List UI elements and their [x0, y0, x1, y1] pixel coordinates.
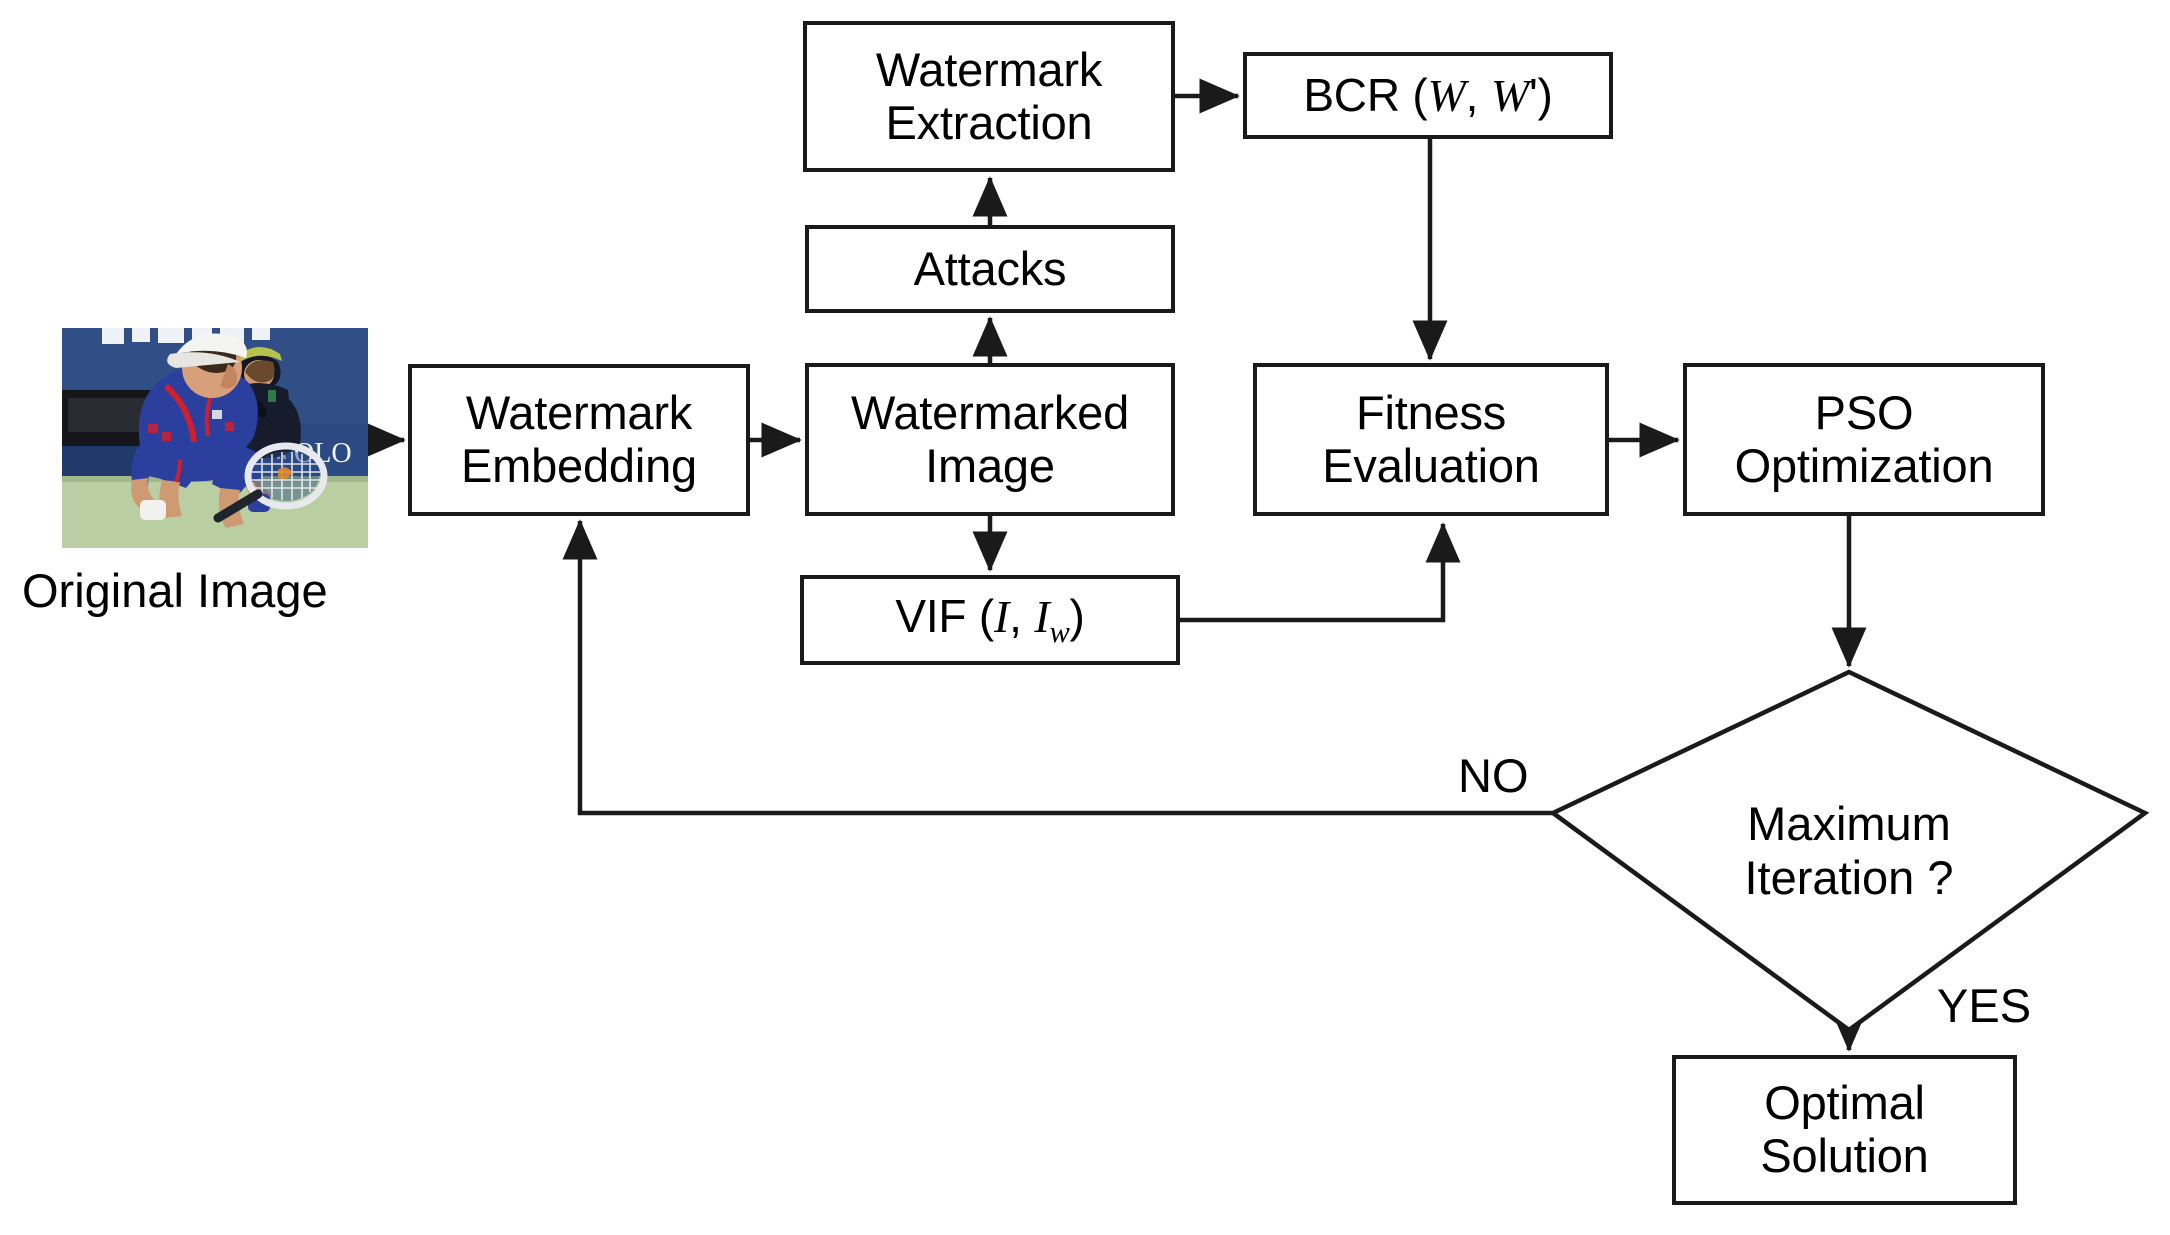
node-watermarked-image[interactable]: Watermarked Image — [805, 363, 1175, 516]
node-bcr-var1: W — [1427, 69, 1466, 121]
node-watermark-extraction[interactable]: Watermark Extraction — [803, 21, 1175, 172]
original-image-thumbnail: OLO — [62, 328, 368, 548]
edge-vif-to-fitness — [1180, 522, 1461, 623]
node-bcr-label: BCR (W, W') — [1303, 68, 1553, 122]
node-vif[interactable]: VIF (I, Iw) — [800, 575, 1180, 665]
yes-branch-label: YES — [1937, 979, 2032, 1032]
node-watermark-embedding[interactable]: Watermark Embedding — [408, 364, 750, 516]
node-fitness-evaluation-label: Fitness Evaluation — [1322, 385, 1540, 492]
original-image-caption: Original Image — [22, 564, 328, 617]
node-attacks-label: Attacks — [913, 241, 1067, 295]
node-vif-var2: I — [1034, 590, 1050, 642]
node-watermark-embedding-label: Watermark Embedding — [461, 386, 697, 492]
node-maximum-iteration-label: Maximum Iteration ? — [1744, 797, 1954, 904]
node-vif-var1: I — [994, 590, 1010, 642]
node-optimal-solution-label: Optimal Solution — [1760, 1076, 1929, 1182]
node-bcr-sep: , — [1465, 68, 1491, 121]
node-watermarked-image-label: Watermarked Image — [850, 385, 1130, 492]
node-vif-subscript: w — [1049, 615, 1070, 650]
node-bcr-var2: W — [1490, 69, 1529, 121]
node-maximum-iteration[interactable]: Maximum Iteration ? — [1553, 672, 2145, 1030]
node-watermark-extraction-label: Watermark Extraction — [875, 42, 1103, 149]
node-pso-optimization-label: PSO Optimization — [1734, 385, 1994, 492]
node-vif-label: VIF (I, Iw) — [895, 589, 1085, 650]
node-bcr-prefix: BCR ( — [1303, 68, 1428, 121]
node-vif-prefix: VIF ( — [895, 589, 995, 642]
node-attacks[interactable]: Attacks — [805, 225, 1175, 313]
node-vif-sep: , — [1009, 589, 1035, 642]
node-vif-suffix: ) — [1069, 589, 1085, 642]
node-optimal-solution[interactable]: Optimal Solution — [1672, 1055, 2017, 1205]
node-fitness-evaluation[interactable]: Fitness Evaluation — [1253, 363, 1609, 516]
node-bcr-prime: ') — [1528, 68, 1553, 121]
no-branch-label: NO — [1458, 749, 1529, 802]
node-bcr[interactable]: BCR (W, W') — [1243, 52, 1613, 139]
edge-decision-no-to-embedding — [562, 519, 1553, 816]
node-pso-optimization[interactable]: PSO Optimization — [1683, 363, 2045, 516]
